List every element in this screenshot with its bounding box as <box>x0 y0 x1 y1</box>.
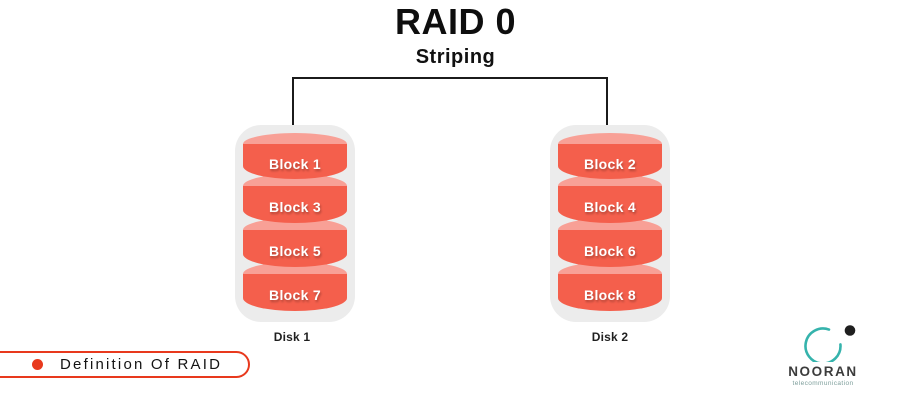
block-cell: Block 4 <box>558 174 662 223</box>
block-label: Block 6 <box>584 243 636 259</box>
bullet-dot-icon <box>32 359 43 370</box>
cylinder-body <box>243 186 347 223</box>
page-title: RAID 0 <box>394 1 517 42</box>
block-label: Block 3 <box>269 199 321 215</box>
definition-badge: Definition Of RAID <box>0 351 250 378</box>
diagram-titles: RAID 0 Striping <box>11 4 900 69</box>
block-cell: Block 7 <box>243 262 347 311</box>
block-cell: Block 8 <box>558 262 662 311</box>
cylinder-body <box>558 144 662 179</box>
disk-2-label: Disk 2 <box>591 330 629 344</box>
cylinder-body <box>558 274 662 311</box>
logo-tagline: telecommunication <box>792 380 854 387</box>
page-subtitle: Striping <box>415 46 496 68</box>
nooran-logo-mark <box>804 325 856 362</box>
cylinder-body <box>558 186 662 223</box>
block-label: Block 7 <box>269 287 321 303</box>
cylinder-body <box>558 230 662 267</box>
cylinder-body <box>243 144 347 179</box>
block-cell: Block 5 <box>243 218 347 267</box>
block-label: Block 4 <box>584 199 636 215</box>
disk-2-cylinder: Block 2 Block 4 Block 6 Block 8 <box>550 125 670 322</box>
block-cell: Block 1 <box>243 133 347 179</box>
block-label: Block 8 <box>584 287 636 303</box>
connector-bracket <box>292 77 608 125</box>
cylinder-body <box>243 274 347 311</box>
block-label: Block 1 <box>269 156 321 172</box>
block-label: Block 2 <box>584 156 636 172</box>
disk-1-label: Disk 1 <box>273 330 311 344</box>
disk-1-cylinder: Block 1 Block 3 Block 5 Block 7 <box>235 125 355 322</box>
definition-badge-label: Definition Of RAID <box>60 356 223 373</box>
logo-name: NOORAN <box>788 364 858 379</box>
block-cell: Block 2 <box>558 133 662 179</box>
nooran-logo: NOORAN telecommunication <box>781 322 865 397</box>
disk-1-stack: Block 1 Block 3 Block 5 Block 7 <box>243 133 347 311</box>
cylinder-body <box>243 230 347 267</box>
block-cell: Block 6 <box>558 218 662 267</box>
logo-ring-icon <box>804 327 842 362</box>
block-label: Block 5 <box>269 243 321 259</box>
block-cell: Block 3 <box>243 174 347 223</box>
logo-dot-icon <box>844 325 856 336</box>
disk-2-stack: Block 2 Block 4 Block 6 Block 8 <box>558 133 662 311</box>
